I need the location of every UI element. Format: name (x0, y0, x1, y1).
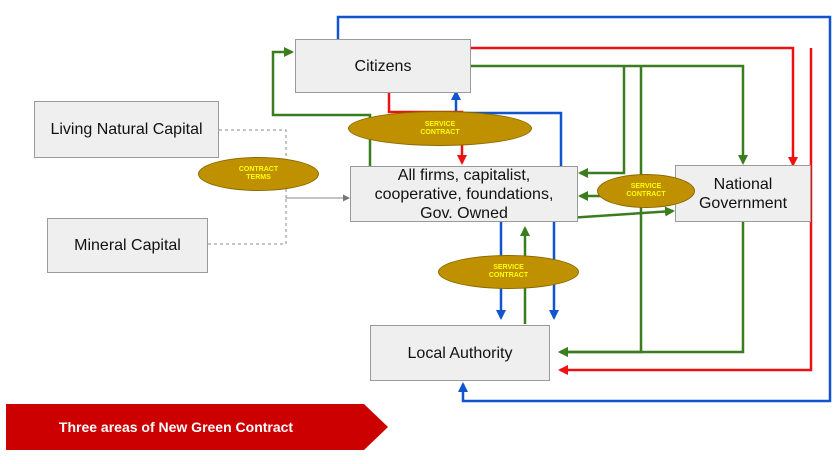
mineral-capital-connector (208, 198, 287, 245)
blue-outer-loop (336, 15, 832, 403)
service-contract-bottom-label: SERVICE CONTRACT (488, 264, 529, 279)
blue-firms-to-citizens (451, 90, 563, 166)
all-firms-label-line1: All firms, capitalist, (397, 166, 531, 184)
red-citizens-to-local (558, 48, 813, 375)
living-natural-capital-box: Living Natural Capital (34, 101, 219, 158)
service-contract-right-oval: SERVICE CONTRACT (597, 174, 695, 208)
local-authority-box: Local Authority (370, 325, 550, 381)
mineral-capital-box: Mineral Capital (47, 218, 208, 273)
all-firms-label-line2: cooperative, foundations, (374, 185, 554, 203)
new-green-contract-banner: Three areas of New Green Contract (6, 404, 388, 450)
capital-connectors (208, 129, 350, 245)
banner-label: Three areas of New Green Contract (58, 419, 294, 435)
service-contract-top-oval: SERVICE CONTRACT (348, 111, 532, 146)
service-contract-right-label: SERVICE CONTRACT (626, 183, 666, 198)
banner-arrow-shape (6, 404, 388, 450)
citizens-label: Citizens (354, 57, 412, 75)
contract-terms-oval: CONTRACT TERMS (198, 157, 319, 191)
all-firms-box: All firms, capitalist, cooperative, foun… (350, 166, 578, 222)
green-national-to-local (558, 222, 745, 357)
national-government-label-line1: National (713, 175, 773, 193)
citizens-box: Citizens (295, 39, 471, 93)
service-contract-top-label: SERVICE CONTRACT (420, 120, 460, 136)
living-capital-connector (219, 129, 287, 198)
national-government-box: National Government (675, 165, 811, 222)
living-natural-capital-label: Living Natural Capital (50, 121, 203, 138)
all-firms-label-line3: Gov. Owned (420, 204, 508, 222)
mineral-capital-label: Mineral Capital (74, 237, 181, 254)
service-contract-bottom-oval: SERVICE CONTRACT (438, 255, 579, 289)
local-authority-label: Local Authority (407, 344, 513, 362)
green-citizens-to-national (470, 64, 748, 165)
red-citizens-to-national (470, 46, 798, 167)
blue-flows (336, 15, 832, 403)
green-citizens-to-firms-1 (578, 66, 626, 178)
contract-terms-label: CONTRACT TERMS (238, 166, 279, 181)
national-government-label-line2: Government (698, 194, 788, 212)
